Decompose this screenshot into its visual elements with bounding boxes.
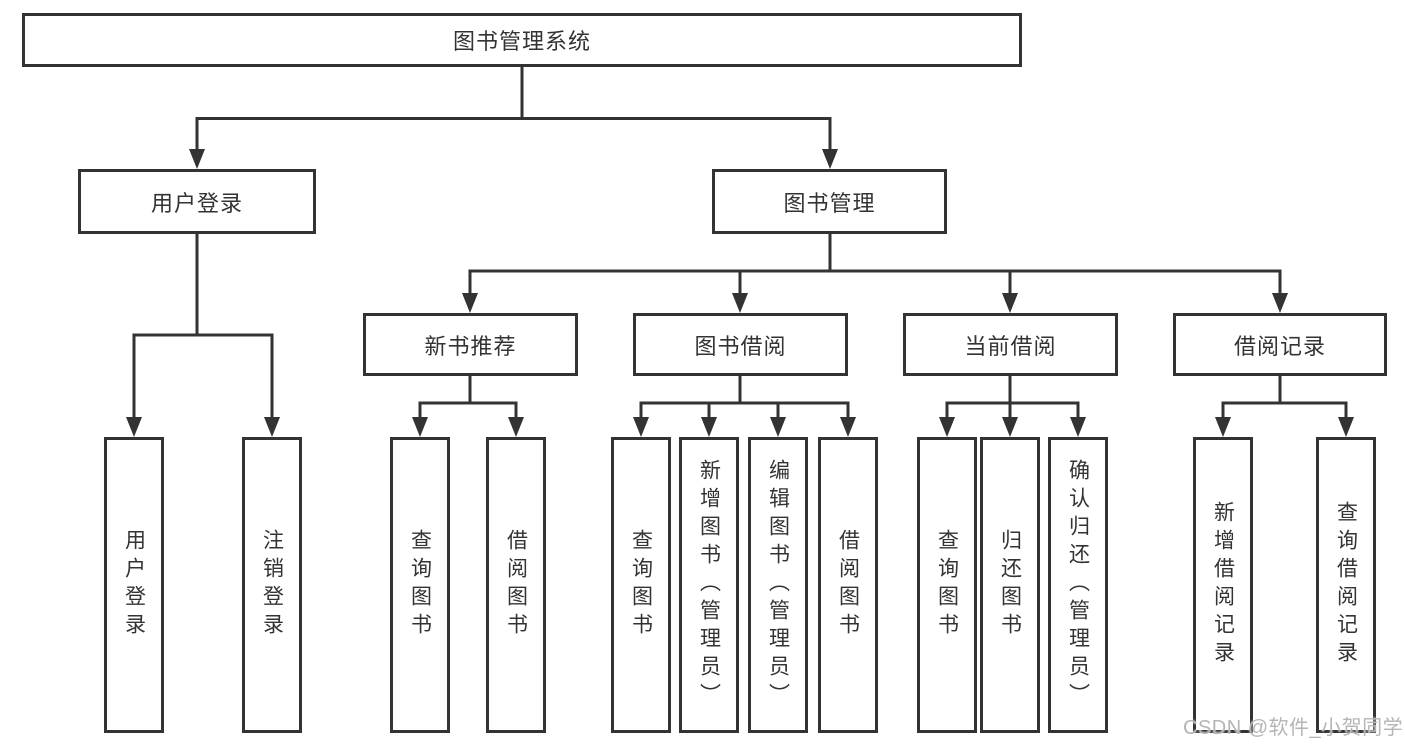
csdn-watermark: CSDN @软件_小贺同学 — [1183, 717, 1404, 739]
leaf-return-books-label: 归还图书 — [998, 529, 1022, 641]
node-current-borrow-label: 当前借阅 — [964, 333, 1057, 359]
leaf-borrow-books-recommend-label: 借阅图书 — [504, 529, 528, 641]
arrow-down-icon — [126, 417, 142, 437]
leaf-edit-books-admin-label: 编辑图书（管理员） — [766, 459, 790, 711]
node-book-borrow: 图书借阅 — [633, 313, 848, 376]
leaf-confirm-return-admin-label: 确认归还（管理员） — [1066, 459, 1090, 711]
arrow-down-icon — [701, 417, 717, 437]
leaf-borrow-books-label: 借阅图书 — [836, 529, 860, 641]
leaf-borrow-books-recommend: 借阅图书 — [486, 437, 546, 733]
leaf-query-borrow-record-label: 查询借阅记录 — [1334, 501, 1358, 669]
leaf-add-books-admin: 新增图书（管理员） — [679, 437, 739, 733]
leaf-confirm-return-admin: 确认归还（管理员） — [1048, 437, 1108, 733]
connector-user-login-to-leaves — [126, 234, 280, 437]
leaf-user-login: 用户登录 — [104, 437, 164, 733]
node-user-login-label: 用户登录 — [150, 190, 243, 216]
arrow-down-icon — [1215, 417, 1231, 437]
arrow-down-icon — [1002, 417, 1018, 437]
node-new-book-recommend: 新书推荐 — [363, 313, 578, 376]
node-current-borrow: 当前借阅 — [903, 313, 1118, 376]
arrow-down-icon — [732, 293, 748, 313]
arrow-down-icon — [840, 417, 856, 437]
leaf-query-books-current: 查询图书 — [917, 437, 977, 733]
node-new-book-recommend-label: 新书推荐 — [424, 333, 517, 359]
arrow-down-icon — [1338, 417, 1354, 437]
leaf-logout: 注销登录 — [242, 437, 302, 733]
leaf-query-books-current-label: 查询图书 — [935, 529, 959, 641]
leaf-add-borrow-record: 新增借阅记录 — [1193, 437, 1253, 733]
connector-current-borrow-to-leaves — [939, 376, 1086, 437]
connector-book-borrow-to-leaves — [633, 376, 856, 437]
arrow-down-icon — [508, 417, 524, 437]
leaf-query-borrow-record: 查询借阅记录 — [1316, 437, 1376, 733]
arrow-down-icon — [264, 417, 280, 437]
connector-new-book-recommend-to-leaves — [412, 376, 524, 437]
node-book-management: 图书管理 — [712, 169, 947, 234]
arrow-down-icon — [633, 417, 649, 437]
node-borrow-records: 借阅记录 — [1173, 313, 1387, 376]
leaf-logout-label: 注销登录 — [260, 529, 284, 641]
arrow-down-icon — [770, 417, 786, 437]
leaf-user-login-label: 用户登录 — [122, 529, 146, 641]
arrow-down-icon — [412, 417, 428, 437]
node-root-label: 图书管理系统 — [452, 29, 591, 54]
arrow-down-icon — [822, 149, 838, 169]
arrow-down-icon — [1070, 417, 1086, 437]
leaf-query-books-recommend-label: 查询图书 — [408, 529, 432, 641]
arrow-down-icon — [189, 149, 205, 169]
connector-borrow-records-to-leaves — [1215, 376, 1354, 437]
node-root: 图书管理系统 — [22, 13, 1022, 67]
node-book-management-label: 图书管理 — [783, 190, 876, 216]
leaf-query-books-recommend: 查询图书 — [390, 437, 450, 733]
arrow-down-icon — [462, 293, 478, 313]
arrow-down-icon — [1002, 293, 1018, 313]
node-borrow-records-label: 借阅记录 — [1233, 333, 1326, 359]
arrow-down-icon — [939, 417, 955, 437]
leaf-query-books-borrow: 查询图书 — [611, 437, 671, 733]
connector-root-to-level2 — [189, 67, 838, 169]
leaf-edit-books-admin: 编辑图书（管理员） — [748, 437, 808, 733]
node-user-login: 用户登录 — [78, 169, 316, 234]
node-book-borrow-label: 图书借阅 — [694, 333, 787, 359]
leaf-add-books-admin-label: 新增图书（管理员） — [697, 459, 721, 711]
leaf-query-books-borrow-label: 查询图书 — [629, 529, 653, 641]
leaf-return-books: 归还图书 — [980, 437, 1040, 733]
connector-book-management-to-level3 — [462, 234, 1288, 313]
leaf-borrow-books: 借阅图书 — [818, 437, 878, 733]
leaf-add-borrow-record-label: 新增借阅记录 — [1211, 501, 1235, 669]
arrow-down-icon — [1272, 293, 1288, 313]
